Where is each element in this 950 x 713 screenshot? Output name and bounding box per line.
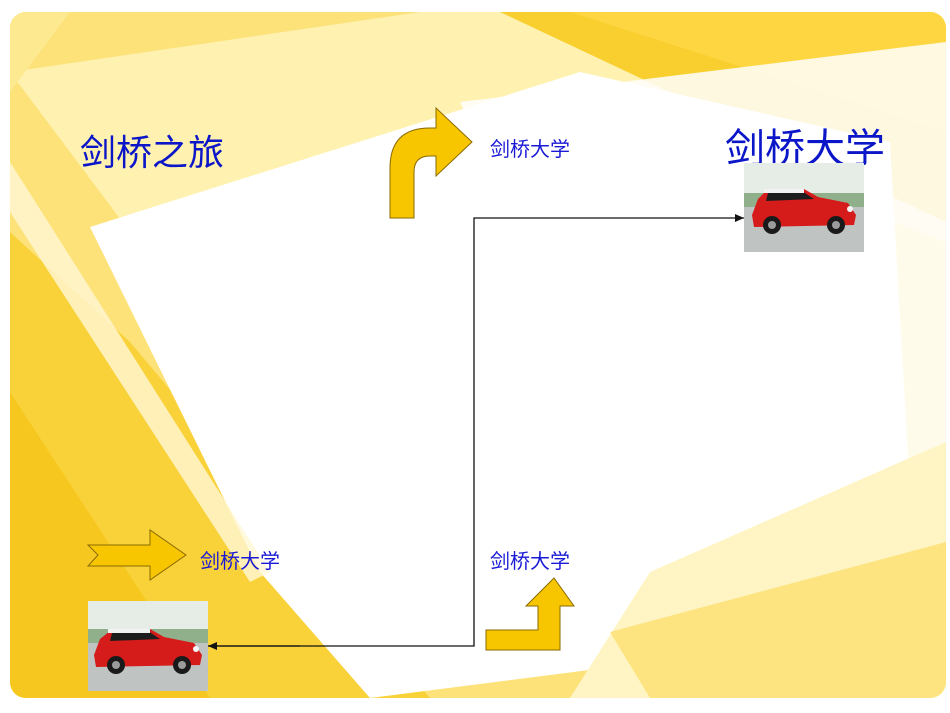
slide-title: 剑桥之旅 xyxy=(80,133,225,174)
route-line xyxy=(208,214,744,647)
label-bottom-left: 剑桥大学 xyxy=(200,549,280,573)
label-top-center: 剑桥大学 xyxy=(490,137,570,161)
notched-right-arrow-icon xyxy=(86,529,187,581)
background-rays xyxy=(10,12,946,698)
curved-turn-right-arrow-icon xyxy=(389,106,473,219)
slide-background xyxy=(10,12,946,698)
bent-up-arrow-icon xyxy=(485,577,575,651)
car-image-top-right xyxy=(744,163,864,252)
car-image-bottom-left xyxy=(88,601,208,691)
label-bottom-center: 剑桥大学 xyxy=(490,549,570,573)
